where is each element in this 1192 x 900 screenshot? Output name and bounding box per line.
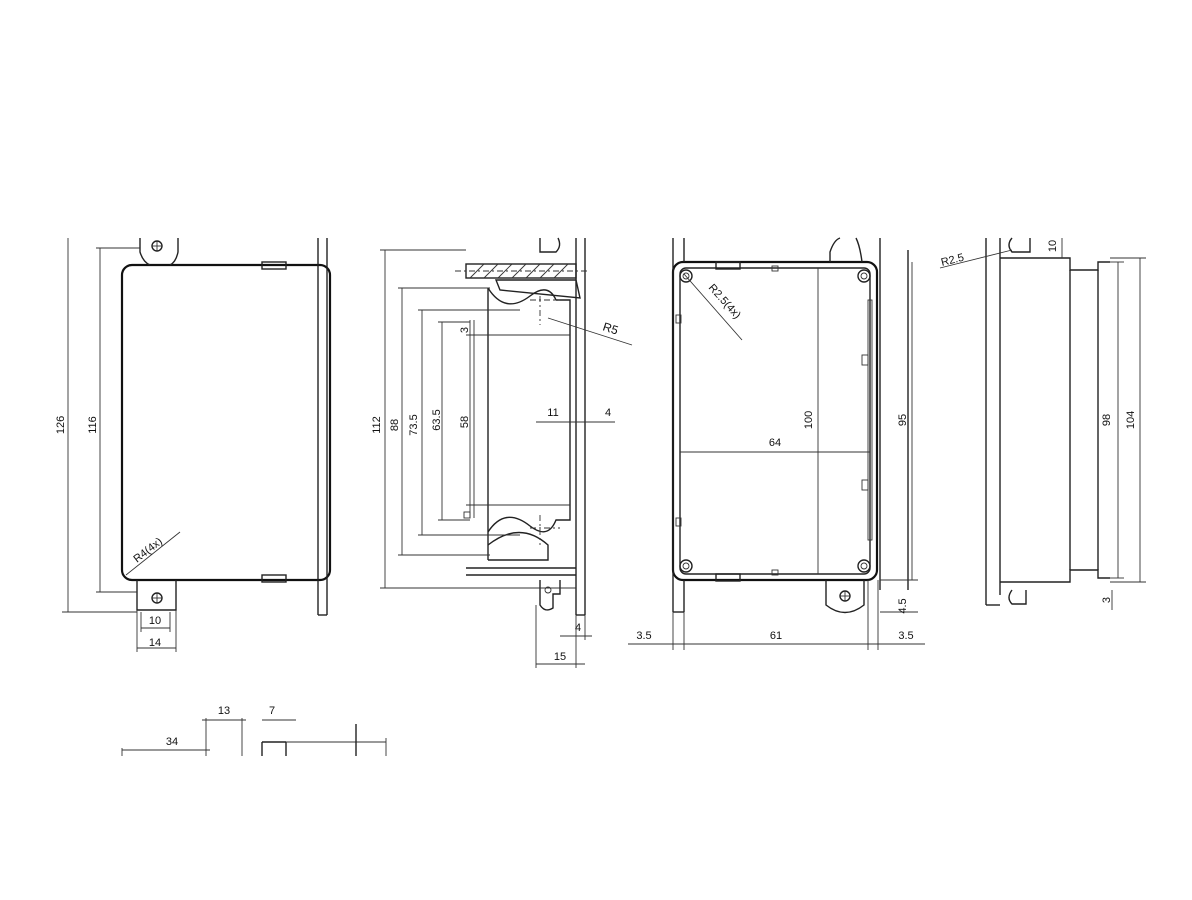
dim-7: 7 — [269, 705, 275, 717]
dim-88: 88 — [389, 419, 401, 431]
dim-3-5-left: 3.5 — [636, 630, 651, 642]
interior-outer-outline — [671, 260, 879, 582]
dim-15: 15 — [554, 651, 566, 663]
dim-58: 58 — [459, 416, 471, 428]
interior-inner-outline — [679, 267, 871, 575]
bottom-tab — [136, 580, 177, 611]
interior-view: 64 100 R2.5(4x) 95 4.5 3.5 61 3.5 — [628, 237, 925, 650]
dim-112: 112 — [371, 416, 383, 434]
top-tab — [139, 238, 179, 266]
front-body-outline — [120, 263, 332, 582]
dim-116: 116 — [87, 416, 99, 434]
dim-4-5: 4.5 — [897, 598, 909, 613]
dim-10-end: 10 — [1047, 240, 1059, 252]
dim-100: 100 — [803, 411, 815, 429]
dim-r2-5: R2.5 — [940, 252, 965, 269]
dim-14: 14 — [149, 637, 161, 649]
dim-4-bottom: 4 — [575, 622, 581, 634]
dim-63-5: 63.5 — [431, 409, 443, 430]
dim-3: 3 — [459, 327, 471, 333]
dim-r4: R4(4x) — [131, 536, 164, 566]
dim-4-top: 4 — [605, 407, 611, 419]
dim-3-end: 3 — [1101, 597, 1113, 603]
dim-73-5: 73.5 — [408, 414, 420, 435]
dim-13: 13 — [218, 705, 230, 717]
dim-98: 98 — [1101, 414, 1113, 426]
dim-104: 104 — [1125, 411, 1137, 429]
dim-10: 10 — [149, 615, 161, 627]
dim-r5: R5 — [601, 320, 620, 338]
inner-profile — [487, 287, 571, 533]
dim-64: 64 — [769, 437, 781, 449]
dim-34: 34 — [166, 736, 178, 748]
dim-61: 61 — [770, 630, 782, 642]
dim-126: 126 — [55, 416, 67, 434]
front-view: 126 116 R4(4x) 10 14 — [55, 238, 332, 652]
side-section-view: R5 112 88 73.5 63.5 3 58 11 4 4 — [371, 237, 633, 668]
dim-3-5-right: 3.5 — [898, 630, 913, 642]
dim-r2-5-4x: R2.5(4x) — [706, 282, 743, 321]
end-view: R2.5 10 98 104 3 — [940, 237, 1146, 610]
bottom-detail-view: 34 13 7 — [121, 705, 387, 756]
dim-95: 95 — [897, 414, 909, 426]
dim-11: 11 — [547, 407, 558, 419]
